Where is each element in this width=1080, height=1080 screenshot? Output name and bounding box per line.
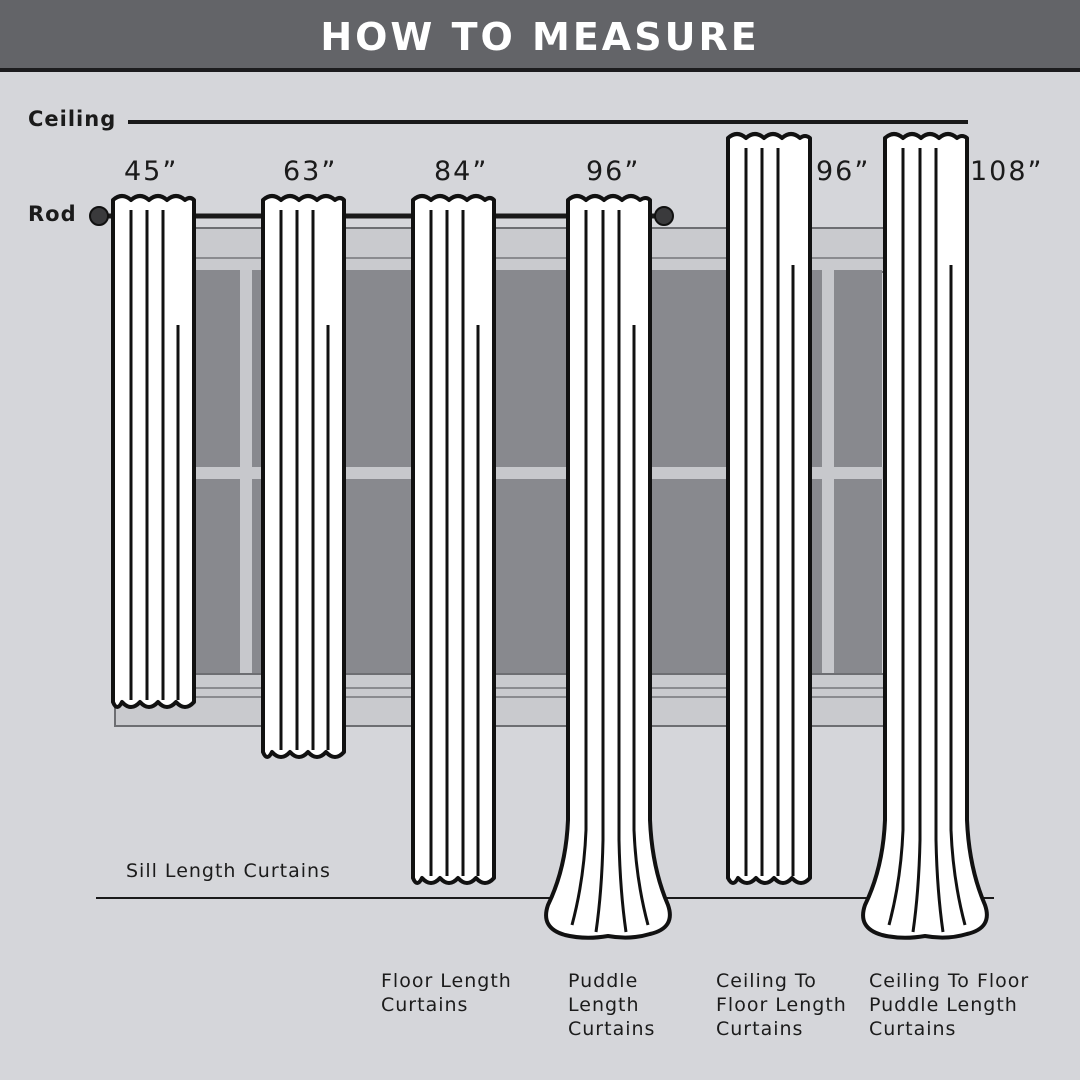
- rod-finial-left: [89, 206, 109, 226]
- caption-line: Puddle Length: [869, 994, 1018, 1016]
- caption-line: Floor Length: [716, 994, 847, 1016]
- rod-label: Rod: [28, 202, 77, 226]
- curtain-45: [111, 194, 196, 709]
- curtain-63: [261, 194, 346, 759]
- caption-floor-length: Floor Length Curtains: [381, 969, 512, 1017]
- length-label-96-ceiling: 96”: [816, 156, 871, 187]
- ceiling-label: Ceiling: [28, 107, 117, 131]
- length-label-84: 84”: [434, 156, 489, 187]
- caption-ceiling-to-floor: Ceiling To Floor Length Curtains: [716, 969, 847, 1041]
- header-banner: HOW TO MEASURE: [0, 0, 1080, 72]
- caption-line: Ceiling To Floor: [869, 970, 1030, 992]
- window-mullion-right: [822, 270, 834, 674]
- window-mullion-left: [240, 270, 252, 674]
- caption-line: Ceiling To: [716, 970, 817, 992]
- page-title: HOW TO MEASURE: [320, 15, 760, 59]
- length-label-96-puddle: 96”: [586, 156, 641, 187]
- rod-finial-right: [654, 206, 674, 226]
- sill-label: Sill Length Curtains: [126, 860, 331, 882]
- curtain-96-puddle: [544, 194, 672, 940]
- caption-line: Length: [568, 994, 640, 1016]
- length-label-63: 63”: [283, 156, 338, 187]
- caption-line: Floor Length: [381, 970, 512, 992]
- curtain-108-ceiling-puddle: [861, 132, 989, 940]
- caption-line: Curtains: [381, 994, 469, 1016]
- caption-puddle-length: Puddle Length Curtains: [568, 969, 655, 1041]
- caption-line: Curtains: [869, 1018, 957, 1040]
- length-label-108: 108”: [970, 156, 1044, 187]
- caption-line: Curtains: [716, 1018, 804, 1040]
- caption-ceiling-to-floor-puddle: Ceiling To Floor Puddle Length Curtains: [869, 969, 1029, 1041]
- curtain-84: [411, 194, 496, 885]
- length-label-45: 45”: [124, 156, 179, 187]
- caption-line: Puddle: [568, 970, 639, 992]
- caption-line: Curtains: [568, 1018, 656, 1040]
- window-mullion-horizontal: [195, 467, 885, 479]
- curtain-96-ceiling-to-floor: [726, 132, 812, 885]
